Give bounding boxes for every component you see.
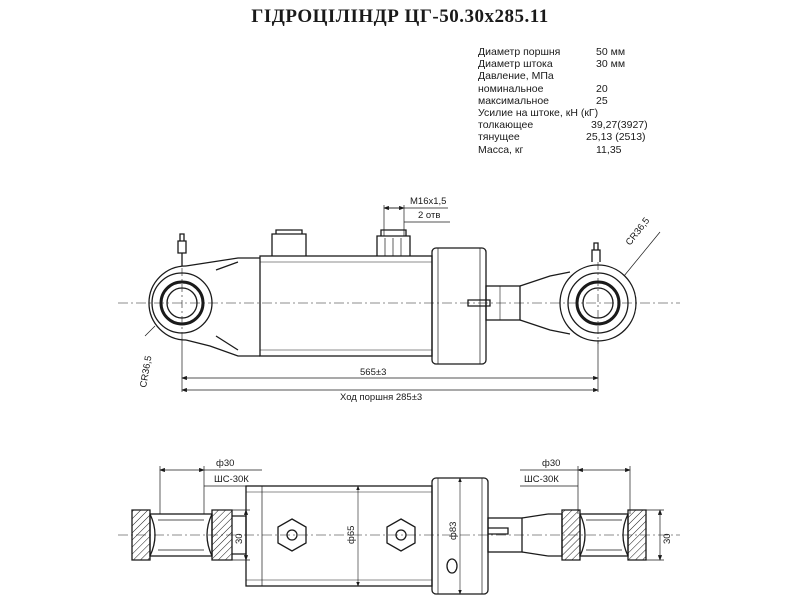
- dia-head-label: ф83: [448, 522, 459, 540]
- spec-value: 30 мм: [596, 58, 626, 71]
- thread-dimension: [383, 205, 450, 236]
- spec-label: Диаметр штока: [478, 58, 553, 71]
- spec-value: 25,13 (2513): [586, 131, 646, 144]
- radius-label-left: CR36,5: [138, 355, 154, 389]
- drawing-title: ГІДРОЦІЛІНДР ЦГ-50.30х285.11: [251, 6, 549, 27]
- spec-label: номинальное: [478, 82, 544, 95]
- spec-row: Давление, МПа: [478, 70, 708, 82]
- radius-label-right: CR36,5: [624, 216, 653, 248]
- length-dimensions: [181, 338, 599, 393]
- spec-row: Диаметр поршня 50 мм: [478, 46, 708, 58]
- right-eye-section: [548, 509, 647, 561]
- radius-leader-left: [144, 325, 156, 337]
- spec-label: тянущее: [478, 131, 520, 144]
- right-eye-top: [559, 242, 637, 344]
- spec-label: Масса, кг: [478, 143, 524, 156]
- spec-row: толкающее 39,27(3927): [478, 119, 708, 131]
- spec-row: Масса, кг 11,35: [478, 144, 708, 156]
- spec-value: 25: [596, 94, 608, 107]
- rod-top: [485, 271, 571, 335]
- width-left-label: 30: [234, 533, 245, 544]
- length-label: 565±3: [360, 367, 386, 378]
- bearing-left-label: ШС-30К: [214, 474, 249, 485]
- specs-table: Диаметр поршня 50 мм Диаметр штока 30 мм Дав…: [478, 46, 708, 156]
- spec-row: Диаметр штока 30 мм: [478, 58, 708, 70]
- bearing-right-label: ШС-30К: [524, 474, 559, 485]
- rod-bottom: [487, 513, 549, 557]
- dia-tube-label: ф65: [346, 526, 357, 544]
- gland-head-bottom: [431, 477, 509, 595]
- width-right-label: 30: [662, 533, 673, 544]
- spec-row: номинальное 20: [478, 83, 708, 95]
- spec-label: Усилие на штоке, кН (кГ): [478, 106, 599, 119]
- left-eye-top: [148, 233, 260, 357]
- spec-value: 20: [596, 82, 608, 95]
- left-eye-section: [131, 509, 247, 561]
- spec-value: 11,35: [596, 143, 622, 156]
- spec-label: Давление, МПа: [478, 70, 554, 83]
- spec-row: Усилие на штоке, кН (кГ): [478, 107, 708, 119]
- spec-label: Диаметр поршня: [478, 46, 561, 58]
- spec-label: максимальное: [478, 94, 550, 107]
- spec-value: 50 мм: [596, 46, 626, 58]
- pin-left-label: ф30: [216, 458, 234, 469]
- spec-row: тянущее 25,13 (2513): [478, 131, 708, 143]
- pin-right-label: ф30: [542, 458, 560, 469]
- spec-row: максимальное 25: [478, 95, 708, 107]
- cylinder-tube-top: [259, 229, 433, 357]
- cylinder-tube-bottom: [245, 485, 433, 587]
- radius-leader-right: [623, 231, 661, 277]
- bottom-dimensions: [159, 466, 664, 561]
- spec-value: 39,27(3927): [591, 119, 648, 132]
- holes-label: 2 отв: [418, 210, 440, 221]
- spec-label: толкающее: [478, 119, 534, 132]
- gland-head-top: [431, 247, 491, 365]
- thread-label: M16x1,5: [410, 196, 446, 207]
- stroke-label: Ход поршня 285±3: [340, 392, 422, 403]
